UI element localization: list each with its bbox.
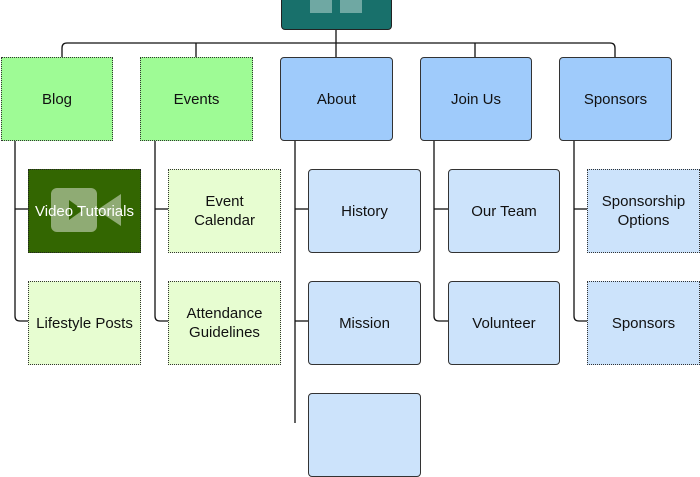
node-sponsors-list-label: Sponsors (611, 314, 676, 332)
node-mission-label: Mission (339, 314, 390, 332)
node-video-tutorials[interactable]: Video Tutorials (28, 169, 141, 253)
node-events[interactable]: Events (140, 57, 253, 141)
node-sponsorship-options[interactable]: Sponsorship Options (587, 169, 700, 253)
connector-join-children (433, 141, 448, 322)
node-blog[interactable]: Blog (1, 57, 113, 141)
node-volunteer[interactable]: Volunteer (448, 281, 560, 365)
node-sponsorship-options-label: Sponsorship Options (601, 193, 686, 229)
node-history[interactable]: History (308, 169, 421, 253)
node-event-calendar[interactable]: Event Calendar (168, 169, 281, 253)
connector-lines (14, 30, 616, 423)
video-camera-icon (51, 188, 121, 232)
node-volunteer-label: Volunteer (472, 314, 536, 332)
node-sponsors-label: Sponsors (583, 90, 648, 108)
node-attendance-guidelines-label: Attendance Guidelines (186, 305, 263, 341)
root-node[interactable] (281, 0, 392, 30)
connector-events-children (154, 141, 168, 322)
connector-bus (61, 42, 616, 57)
connector-blog-children (14, 141, 28, 322)
node-sponsors-list[interactable]: Sponsors (587, 281, 700, 365)
connector-sponsors-children (573, 141, 587, 322)
node-sponsors[interactable]: Sponsors (559, 57, 672, 141)
node-about-label: About (316, 90, 357, 108)
node-lifestyle-posts[interactable]: Lifestyle Posts (28, 281, 141, 365)
node-about[interactable]: About (280, 57, 393, 141)
node-blog-label: Blog (41, 90, 73, 108)
node-video-tutorials-label: Video Tutorials (35, 202, 134, 220)
node-event-calendar-label: Event Calendar (194, 193, 255, 229)
node-our-team-label: Our Team (471, 202, 537, 220)
node-attendance-guidelines[interactable]: Attendance Guidelines (168, 281, 281, 365)
root-bar-right (340, 0, 362, 13)
node-history-label: History (341, 202, 388, 220)
node-mission[interactable]: Mission (308, 281, 421, 365)
node-join-us-label: Join Us (450, 90, 502, 108)
node-events-label: Events (173, 90, 220, 108)
node-lifestyle-posts-label: Lifestyle Posts (36, 314, 133, 332)
node-our-team[interactable]: Our Team (448, 169, 560, 253)
root-bar-left (310, 0, 332, 13)
node-join-us[interactable]: Join Us (420, 57, 532, 141)
node-about-third-child[interactable] (308, 393, 421, 477)
